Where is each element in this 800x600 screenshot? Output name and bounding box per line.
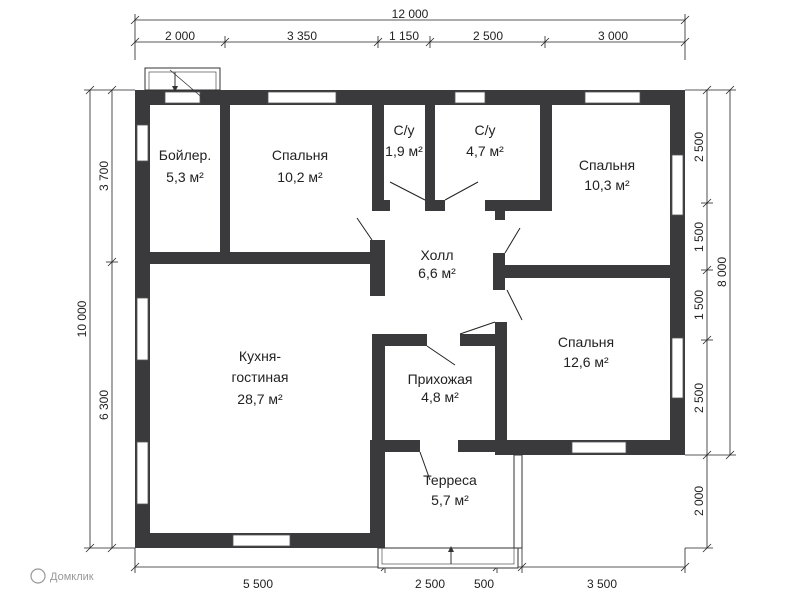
dim-bottom-4: 3 500 <box>587 577 617 591</box>
room-kitchen-name-2: гостиная <box>232 369 289 385</box>
room-entry-area: 4,8 м² <box>421 389 459 405</box>
room-bedroom3-area: 12,6 м² <box>563 354 609 370</box>
dim-left-2: 6 300 <box>97 390 111 420</box>
dimension-labels: 12 000 2 000 3 350 1 150 2 500 3 000 5 5… <box>75 7 729 591</box>
dim-right-2: 1 500 <box>692 222 706 252</box>
room-wc1-area: 1,9 м² <box>385 143 423 159</box>
dim-bottom-2: 2 500 <box>415 577 445 591</box>
room-wc1-name: С/у <box>394 122 415 138</box>
dim-right-1: 2 500 <box>692 132 706 162</box>
door-swings <box>356 181 523 481</box>
entrance-steps <box>144 67 221 101</box>
room-bedroom1-area: 10,2 м² <box>277 169 323 185</box>
watermark: Домклик <box>30 568 94 584</box>
dim-left-total: 10 000 <box>75 300 89 337</box>
dim-right-total: 8 000 <box>715 257 729 287</box>
room-bedroom1-name: Спальня <box>272 147 328 163</box>
dim-left-1: 3 700 <box>97 161 111 191</box>
room-wc2-name: С/у <box>475 122 496 138</box>
dim-top-5: 3 000 <box>598 29 628 43</box>
dim-bottom-3: 500 <box>474 577 494 591</box>
room-boiler-area: 5,3 м² <box>166 169 204 185</box>
room-hall-area: 6,6 м² <box>418 265 456 281</box>
room-entry-name: Прихожая <box>408 371 473 387</box>
room-kitchen-area: 28,7 м² <box>237 391 283 407</box>
windows <box>136 91 684 547</box>
dim-right-5: 2 000 <box>692 486 706 516</box>
dim-top-1: 2 000 <box>165 29 195 43</box>
dim-top-4: 2 500 <box>473 29 503 43</box>
dim-top-3: 1 150 <box>389 29 419 43</box>
room-boiler-name: Бойлер. <box>159 147 211 163</box>
room-bedroom2-area: 10,3 м² <box>584 177 630 193</box>
room-kitchen-name-1: Кухня- <box>239 348 281 364</box>
room-labels: Бойлер. 5,3 м² Спальня 10,2 м² С/у 1,9 м… <box>159 122 635 508</box>
room-bedroom3-name: Спальня <box>558 334 614 350</box>
terrace-steps <box>377 454 523 569</box>
room-bedroom2-name: Спальня <box>579 157 635 173</box>
dim-right-4: 2 500 <box>692 383 706 413</box>
dim-right-3: 1 500 <box>692 290 706 320</box>
dim-bottom-1: 5 500 <box>243 577 273 591</box>
dim-top-total: 12 000 <box>392 7 429 21</box>
watermark-text: Домклик <box>50 571 94 583</box>
watermark-logo-icon <box>30 568 46 584</box>
room-hall-name: Холл <box>421 247 454 263</box>
room-terrace-name: Терреса <box>423 472 477 488</box>
dim-top-2: 3 350 <box>287 29 317 43</box>
room-terrace-area: 5,7 м² <box>431 492 469 508</box>
room-wc2-area: 4,7 м² <box>466 143 504 159</box>
